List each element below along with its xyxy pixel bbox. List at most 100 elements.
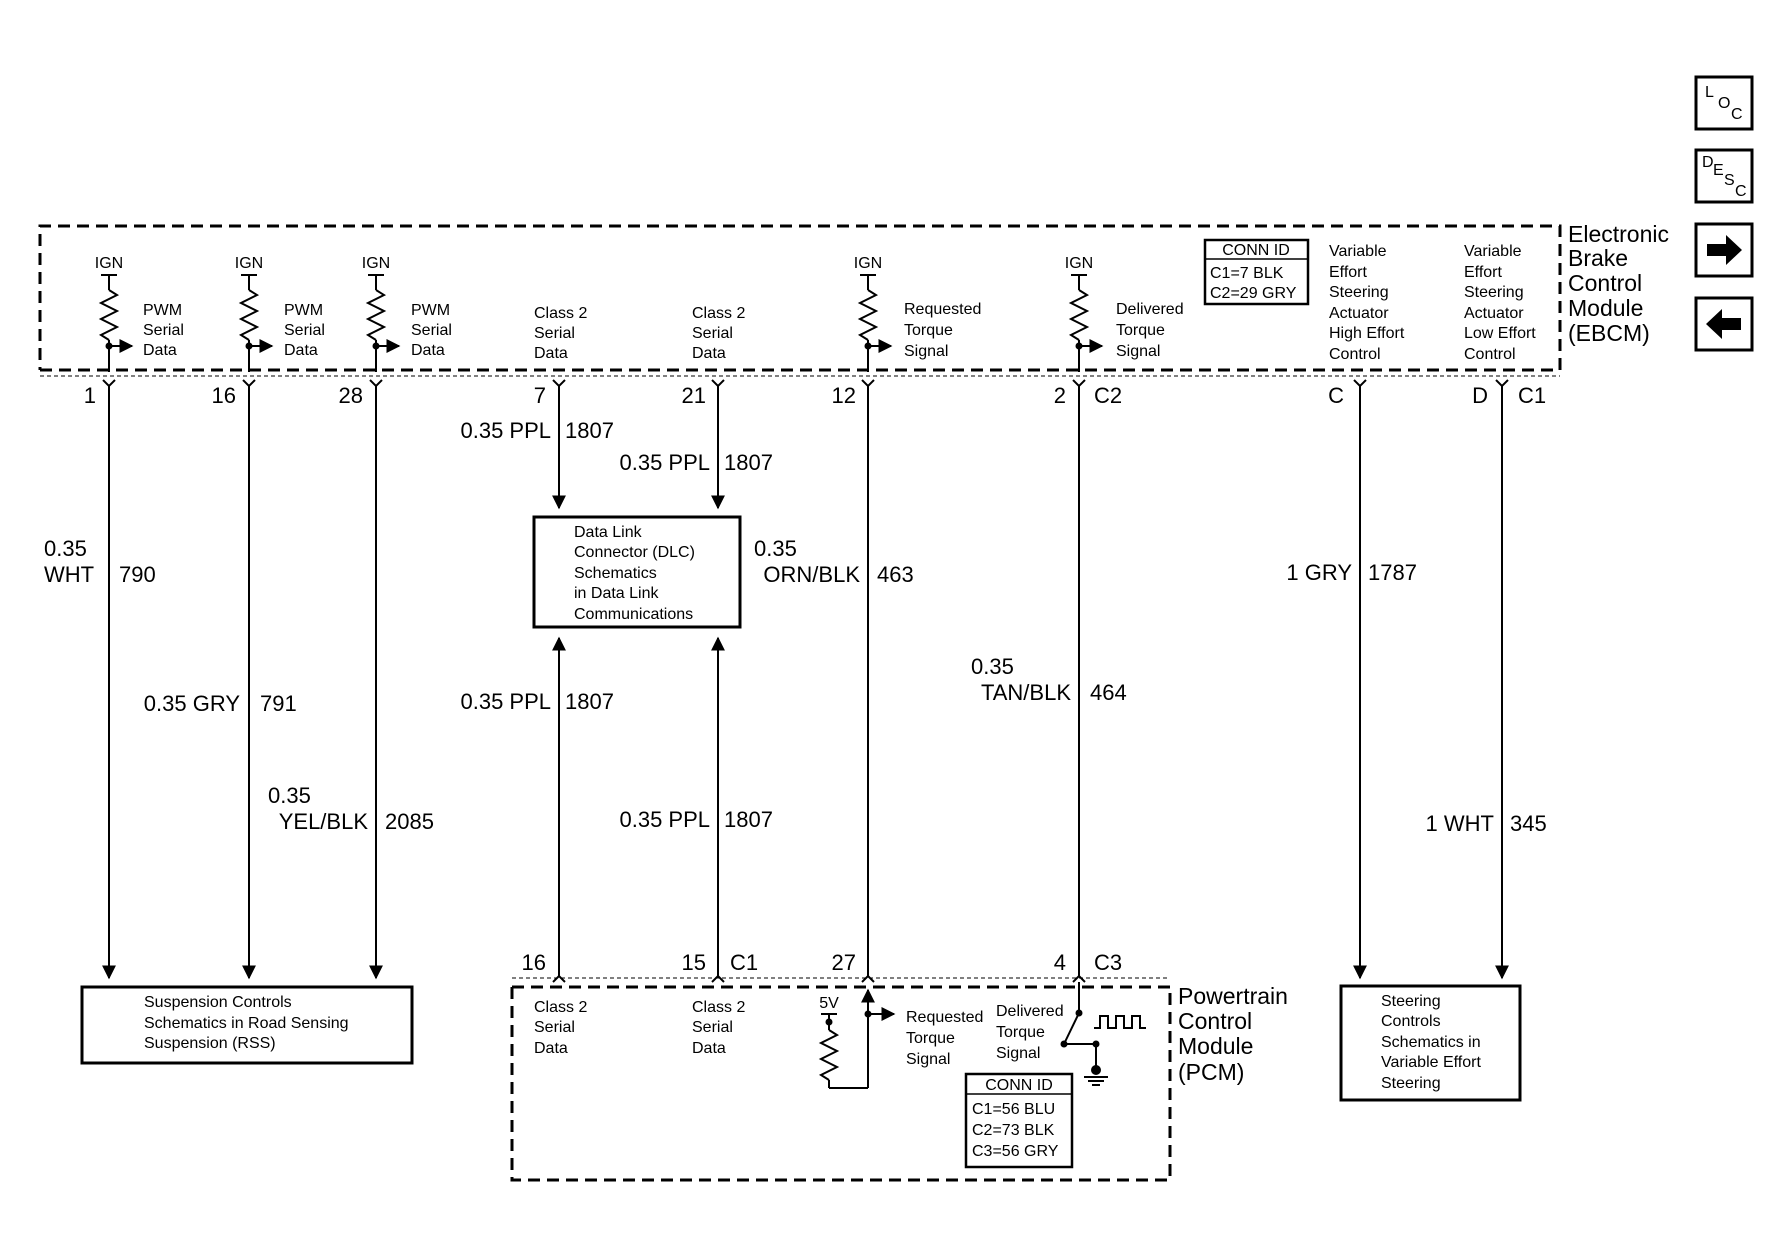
svg-text:Actuator: Actuator <box>1329 305 1389 322</box>
wire-463: 0.35 ORN/BLK 463 <box>754 386 914 976</box>
arrow-right-icon <box>1707 235 1742 265</box>
svg-text:Steering: Steering <box>1381 993 1441 1010</box>
svg-text:1807: 1807 <box>724 807 773 832</box>
svg-text:Module: Module <box>1178 1033 1253 1059</box>
wire-1807-pin7-top: 0.35 PPL 1807 <box>460 386 614 510</box>
pcm-title: Powertrain Control Module (PCM) <box>1178 983 1288 1085</box>
svg-text:Powertrain: Powertrain <box>1178 983 1288 1009</box>
svg-text:Variable: Variable <box>1464 243 1522 260</box>
svg-text:Serial: Serial <box>534 325 575 342</box>
svg-text:464: 464 <box>1090 680 1127 705</box>
svg-text:463: 463 <box>877 562 914 587</box>
svg-text:1 GRY: 1 GRY <box>1286 560 1352 585</box>
rss-schematic-reference[interactable]: Suspension Controls Schematics in Road S… <box>80 985 414 1065</box>
wire-1807-pin21-top: 0.35 PPL 1807 <box>619 386 773 510</box>
svg-text:Signal: Signal <box>996 1045 1040 1062</box>
svg-text:0.35 PPL: 0.35 PPL <box>619 807 710 832</box>
svg-text:Class 2: Class 2 <box>534 999 587 1016</box>
svg-text:Serial: Serial <box>534 1019 575 1036</box>
svg-text:C3: C3 <box>1094 950 1122 975</box>
svg-text:Serial: Serial <box>411 322 452 339</box>
svg-text:4: 4 <box>1054 950 1066 975</box>
svg-text:Signal: Signal <box>1116 343 1160 360</box>
svg-text:2: 2 <box>1054 383 1066 408</box>
svg-text:Data: Data <box>692 345 726 362</box>
desc-button[interactable]: D E S C <box>1694 148 1754 204</box>
svg-text:Effort: Effort <box>1464 264 1503 281</box>
wire-464: 0.35 TAN/BLK 464 <box>971 386 1127 976</box>
svg-text:Suspension (RSS): Suspension (RSS) <box>144 1035 276 1052</box>
svg-text:Class 2: Class 2 <box>692 305 745 322</box>
svg-text:1807: 1807 <box>565 689 614 714</box>
ebcm-conn-id: CONN ID C1=7 BLK C2=29 GRY <box>1203 238 1310 306</box>
svg-text:0.35 PPL: 0.35 PPL <box>460 418 551 443</box>
svg-text:Module: Module <box>1568 295 1643 321</box>
svg-text:Effort: Effort <box>1329 264 1368 281</box>
svg-text:PWM: PWM <box>284 302 323 319</box>
wire-2085: 0.35 YEL/BLK 2085 <box>268 386 434 980</box>
svg-text:C: C <box>1735 183 1747 200</box>
svg-text:27: 27 <box>832 950 856 975</box>
svg-text:Data: Data <box>534 345 568 362</box>
svg-text:Data Link: Data Link <box>574 524 643 541</box>
pcm-delivered-torque-circuit: Delivered Torque Signal <box>996 982 1146 1086</box>
ebcm-pullup-pin1: IGN PWM Serial Data <box>95 255 184 372</box>
svg-text:Requested: Requested <box>904 301 981 318</box>
svg-text:Low Effort: Low Effort <box>1464 325 1536 342</box>
ebcm-class2-label-pin7: Class 2 Serial Data <box>534 305 587 362</box>
svg-text:C: C <box>1731 106 1743 123</box>
variable-effort-steering-reference[interactable]: Steering Controls Schematics in Variable… <box>1339 984 1522 1102</box>
next-page-button[interactable] <box>1694 222 1754 278</box>
svg-text:Control: Control <box>1178 1008 1252 1034</box>
svg-text:Steering: Steering <box>1329 284 1389 301</box>
svg-text:Schematics in Road Sensing: Schematics in Road Sensing <box>144 1015 349 1032</box>
svg-text:21: 21 <box>682 383 706 408</box>
svg-text:791: 791 <box>260 691 297 716</box>
ebcm-class2-label-pin21: Class 2 Serial Data <box>692 305 745 362</box>
svg-text:C1: C1 <box>730 950 758 975</box>
svg-text:IGN: IGN <box>235 255 263 272</box>
ebcm-hi-effort-label: Variable Effort Steering Actuator High E… <box>1329 243 1405 363</box>
svg-text:L: L <box>1705 84 1714 101</box>
svg-text:E: E <box>1713 162 1724 179</box>
svg-text:C3=56 GRY: C3=56 GRY <box>972 1143 1059 1160</box>
ebcm-pin-labels: 1 16 28 7 21 12 2 C2 C D C1 <box>84 383 1546 408</box>
svg-text:Torque: Torque <box>996 1024 1045 1041</box>
svg-text:High Effort: High Effort <box>1329 325 1405 342</box>
svg-text:Torque: Torque <box>906 1030 955 1047</box>
svg-text:Signal: Signal <box>906 1051 950 1068</box>
prev-page-button[interactable] <box>1694 296 1754 352</box>
ebcm-module: Electronic Brake Control Module (EBCM) C… <box>38 221 1669 377</box>
svg-text:Requested: Requested <box>906 1009 983 1026</box>
svg-text:Variable: Variable <box>1329 243 1387 260</box>
svg-text:0.35 GRY: 0.35 GRY <box>144 691 241 716</box>
svg-text:Serial: Serial <box>284 322 325 339</box>
svg-text:Actuator: Actuator <box>1464 305 1524 322</box>
svg-text:28: 28 <box>339 383 363 408</box>
svg-text:Data: Data <box>534 1040 568 1057</box>
svg-text:PWM: PWM <box>411 302 450 319</box>
wire-1787: 1 GRY 1787 <box>1286 386 1417 980</box>
svg-text:Schematics: Schematics <box>574 565 657 582</box>
svg-text:Schematics in: Schematics in <box>1381 1034 1481 1051</box>
pcm-pin-labels: 16 15 C1 27 4 C3 <box>522 950 1123 975</box>
dlc-schematic-reference[interactable]: Data Link Connector (DLC) Schematics in … <box>532 515 742 629</box>
svg-text:CONN ID: CONN ID <box>1222 242 1290 259</box>
loc-button[interactable]: L O C <box>1694 75 1754 131</box>
svg-text:PWM: PWM <box>143 302 182 319</box>
svg-text:Serial: Serial <box>692 325 733 342</box>
svg-text:15: 15 <box>682 950 706 975</box>
square-wave-icon <box>1094 1015 1146 1029</box>
arrow-left-icon <box>1706 309 1741 339</box>
svg-text:16: 16 <box>522 950 546 975</box>
svg-text:C2: C2 <box>1094 383 1122 408</box>
svg-text:YEL/BLK: YEL/BLK <box>279 809 369 834</box>
svg-text:(PCM): (PCM) <box>1178 1059 1244 1085</box>
svg-text:1807: 1807 <box>565 418 614 443</box>
svg-text:1787: 1787 <box>1368 560 1417 585</box>
svg-text:1807: 1807 <box>724 450 773 475</box>
svg-text:Steering: Steering <box>1381 1075 1441 1092</box>
svg-text:Variable Effort: Variable Effort <box>1381 1054 1481 1071</box>
svg-text:Torque: Torque <box>1116 322 1165 339</box>
